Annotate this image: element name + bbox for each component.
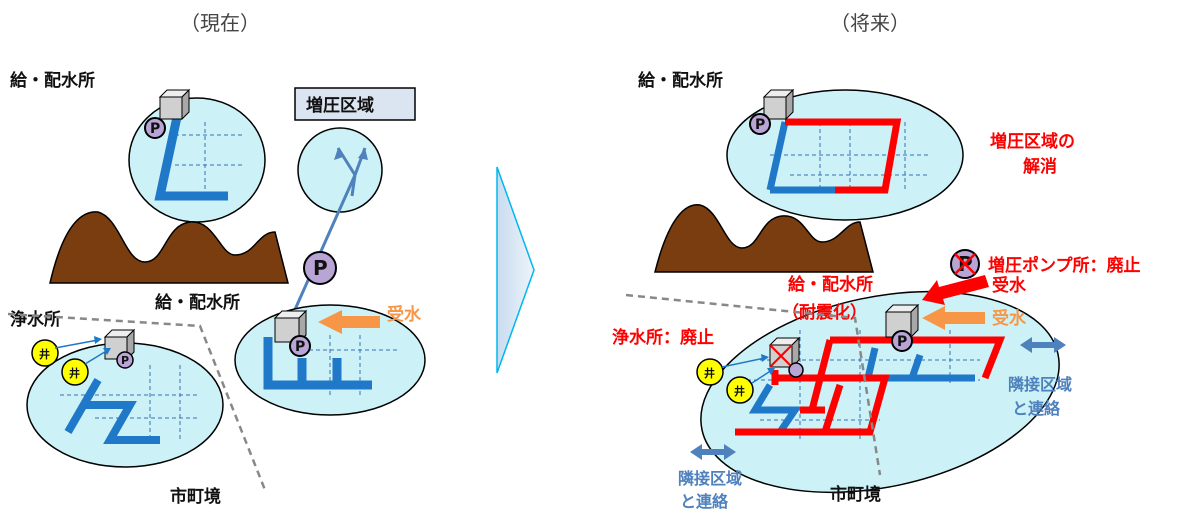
booster-pump-abolish-label: 増圧ポンプ所：廃止 <box>988 255 1141 276</box>
future-well-flow-arrows <box>721 354 775 384</box>
abolished-treatment-box-icon <box>768 336 801 369</box>
future-top-pipe-blue <box>766 121 835 194</box>
adjacent-right-line2: と連絡 <box>1012 399 1061 418</box>
top-service-area <box>128 97 266 223</box>
adjacent-left-line1: 隣接区域 <box>678 469 742 488</box>
top-pump-icon: P <box>144 117 166 139</box>
svg-text:P: P <box>295 339 305 355</box>
svg-text:井: 井 <box>734 384 745 398</box>
future-well-icon-1: 井 <box>696 358 724 386</box>
svg-text:P: P <box>897 334 907 350</box>
treatment-area-pipe <box>64 378 160 444</box>
boundary-line <box>7 312 267 491</box>
adjacent-left-arrow-icon <box>690 444 736 460</box>
treatment-pump-icon: P <box>116 351 134 369</box>
svg-text:井: 井 <box>39 347 50 361</box>
receive-water-red-arrow <box>922 275 989 305</box>
future-boundary-line <box>625 293 882 476</box>
abolished-pump-icon: P <box>950 249 980 279</box>
transition-arrow <box>496 166 535 374</box>
boundary-label: 市町境 <box>170 486 221 507</box>
adjacent-right-arrow-icon <box>1020 337 1066 353</box>
future-header: （将来） <box>830 11 910 35</box>
future-top-box-icon <box>762 88 795 121</box>
svg-text:P: P <box>121 354 129 367</box>
booster-area-label: 増圧区域 <box>306 95 374 116</box>
future-top-grid <box>770 122 930 192</box>
booster-resolved-line2: 解消 <box>1023 156 1057 177</box>
treatment-plant-label: 浄水所 <box>10 309 61 330</box>
top-area-pipe <box>154 116 228 201</box>
svg-text:井: 井 <box>69 366 80 380</box>
top-area-grid <box>175 122 245 190</box>
abolished-treatment-pump-icon <box>788 362 804 378</box>
future-mid-supply-station-label: 給・配水所 <box>788 274 873 295</box>
mountain <box>49 211 289 284</box>
svg-text:P: P <box>150 121 160 137</box>
mid-area-pipe <box>263 337 372 390</box>
future-top-pump-icon: P <box>749 113 771 135</box>
top-supply-station-label: 給・配水所 <box>10 70 95 91</box>
future-mountain <box>654 204 874 273</box>
receive-water-label: 受水 <box>387 304 422 325</box>
receive-water-orange-arrow <box>922 306 985 330</box>
receive-water-red-label: 受水 <box>992 275 1027 296</box>
mid-pump-icon: P <box>289 335 311 357</box>
future-mid-pump-icon: P <box>891 330 913 352</box>
well-icon-1: 井 <box>31 339 59 367</box>
adjacent-right-line1: 隣接区域 <box>1008 375 1072 394</box>
booster-area <box>297 127 383 213</box>
well-flow-arrows <box>54 336 111 365</box>
receive-water-orange-label: 受水 <box>992 308 1027 329</box>
svg-text:P: P <box>313 256 328 280</box>
booster-pump-icon: P <box>303 251 337 285</box>
receive-water-arrow <box>318 310 380 334</box>
future-top-supply-station-label: 給・配水所 <box>638 70 723 91</box>
svg-text:井: 井 <box>704 366 715 380</box>
treatment-area-grid <box>60 365 200 440</box>
future-panel: （将来） 給・配水所 P 増圧区域の 解消 <box>612 11 1141 511</box>
booster-resolved-line1: 増圧区域の <box>990 131 1075 152</box>
top-station-box-icon <box>158 88 191 121</box>
current-header: （現在） <box>180 11 260 35</box>
current-panel: （現在） 給・配水所 P 増圧区域 <box>7 11 426 507</box>
well-icon-2: 井 <box>61 358 89 386</box>
booster-area-box <box>294 87 416 121</box>
future-well-icon-2: 井 <box>726 376 754 404</box>
future-top-pipe-red <box>785 118 902 194</box>
future-main-pipe-red <box>735 336 1006 436</box>
svg-text:P: P <box>755 117 765 133</box>
treatment-abolish-label: 浄水所：廃止 <box>612 327 714 348</box>
future-boundary-label: 市町境 <box>830 484 881 505</box>
booster-arrowheads <box>334 148 368 160</box>
mid-supply-station-label: 給・配水所 <box>155 292 240 313</box>
adjacent-left-line2: と連絡 <box>680 492 729 511</box>
